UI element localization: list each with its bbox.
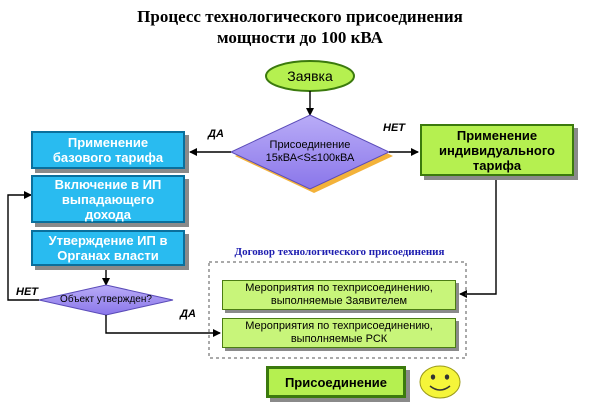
arrow-no-loop-to-include-ip [7,191,39,301]
approve-ip-line1: Утверждение ИП в [48,233,168,248]
smiley-face-icon [419,365,461,399]
approve-ip-line2: Органах власти [57,248,159,263]
start-label: Заявка [287,68,333,84]
label-no-left: НЕТ [16,286,38,298]
contract-frame [208,261,467,359]
contract-title: Договор технологического присоединения [234,246,445,258]
label-yes-bottom: ДА [180,308,196,320]
decision-capacity-line1: Присоединение [269,139,351,151]
page-title-line2: мощности до 100 кВА [217,28,383,47]
include-ip-line1: Включение в ИП [54,176,162,192]
rsk-measures-line2: выполняемые РСК [290,333,388,345]
applicant-measures-box: Мероприятия по техприсоединению, выполня… [222,280,456,310]
decision-capacity-line2: 15кВА<S≤100кВА [265,152,355,164]
rsk-measures-line1: Мероприятия по техприсоединению, [245,320,433,332]
base-tariff-line1: Применение [67,135,149,150]
connection-box: Присоединение [266,366,406,398]
include-ip-box: Включение в ИП выпадающего дохода [31,175,185,223]
individual-tariff-line3: тарифа [472,157,522,173]
approve-ip-box: Утверждение ИП в Органах власти [31,230,185,266]
decision-approved-text: Объект утвержден? [60,294,152,305]
label-yes-left: ДА [208,128,224,140]
individual-tariff-box: Применение индивидуального тарифа [420,124,574,176]
applicant-measures-line2: выполняемые Заявителем [270,295,408,307]
label-no-right: НЕТ [383,122,405,134]
arrow-individual-to-applicant [459,178,497,298]
page-title-line1: Процесс технологического присоединения [137,7,463,26]
decision-capacity-text: Присоединение 15кВА<S≤100кВА [250,139,370,165]
base-tariff-line2: базового тарифа [52,150,164,165]
arrow-yes-to-rsk [105,315,221,337]
include-ip-line2: выпадающего [61,191,155,207]
individual-tariff-line1: Применение [456,127,538,143]
decision-capacity-diamond [229,114,391,190]
base-tariff-box: Применение базового тарифа [31,131,185,169]
applicant-measures-line1: Мероприятия по техприсоединению, [245,282,433,294]
rsk-measures-box: Мероприятия по техприсоединению, выполня… [222,318,456,348]
include-ip-line3: дохода [84,206,132,222]
individual-tariff-line2: индивидуального [439,142,555,158]
